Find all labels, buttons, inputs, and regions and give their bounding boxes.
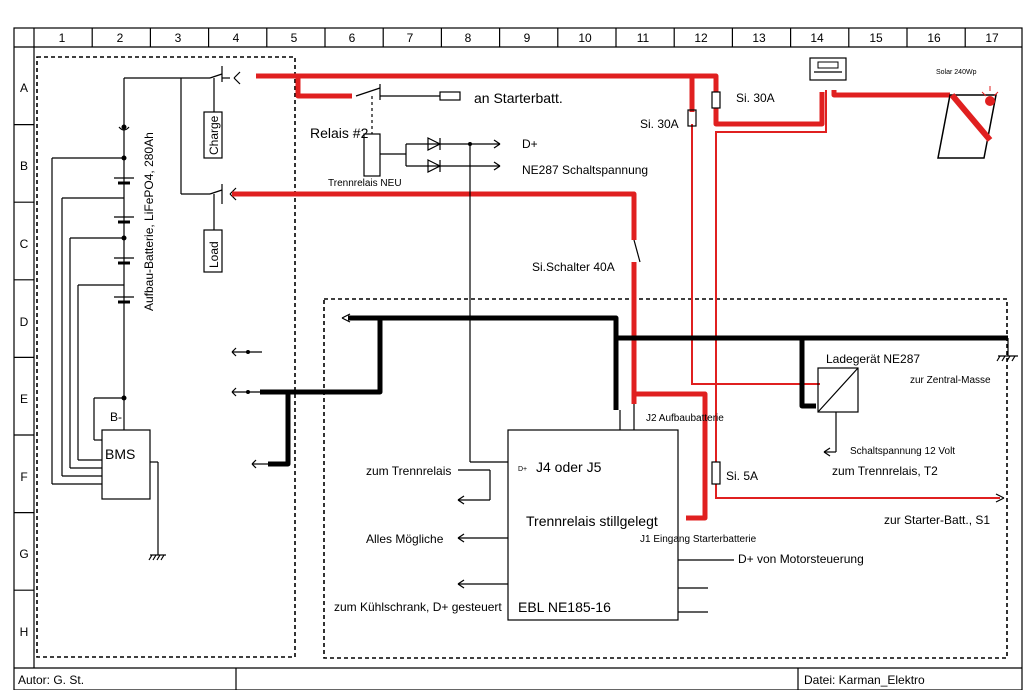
column-number: 15	[869, 31, 883, 45]
battery-label: Aufbau-Batterie, LiFePO4, 280Ah	[142, 132, 156, 311]
load-label: Load	[207, 241, 221, 268]
aufbau-feed-wire	[232, 191, 637, 224]
fuse-icon	[711, 91, 721, 109]
column-number: 11	[637, 31, 650, 45]
column-number: 7	[407, 31, 414, 45]
load-switch	[203, 184, 223, 273]
ebl-dplus-label: D+	[518, 466, 527, 473]
trennrelais-t2-label: zum Trennrelais, T2	[832, 464, 938, 478]
bms-negative-label: B-	[110, 410, 122, 424]
kuehlschrank-label: zum Kühlschrank, D+ gesteuert	[334, 600, 502, 614]
column-number: 10	[578, 31, 592, 45]
row-letter: A	[20, 81, 28, 95]
fuse-icon	[711, 461, 721, 485]
ladegeraet-label: Ladegerät NE287	[826, 352, 920, 366]
bms-box	[101, 429, 151, 500]
column-number: 8	[465, 31, 472, 45]
battery-bank	[51, 77, 210, 485]
column-number: 5	[291, 31, 298, 45]
ebl-connector-arrows	[457, 404, 734, 613]
column-number: 12	[694, 31, 708, 45]
column-number: 9	[524, 31, 531, 45]
charger-icon	[817, 367, 859, 457]
zur-starter-s1-label: zur Starter-Batt., S1	[884, 513, 990, 527]
alles-moegliche-label: Alles Mögliche	[366, 532, 444, 546]
column-number: 17	[985, 31, 999, 45]
row-letter: B	[20, 159, 28, 173]
charge-label: Charge	[207, 115, 221, 155]
charge-switch	[203, 66, 230, 159]
column-number: 4	[233, 31, 240, 45]
column-number: 3	[175, 31, 182, 45]
column-number: 16	[927, 31, 941, 45]
connector-arrows	[231, 347, 268, 469]
column-numbers: 1 2 3 4 5 6 7 8 9 10 11 12 13 14 15 16 1…	[59, 31, 999, 45]
circuit-breaker-icon	[631, 224, 641, 280]
ground-wire	[260, 389, 291, 467]
title-block	[235, 668, 799, 690]
solar-panel-icon	[937, 86, 999, 159]
column-number: 14	[810, 31, 824, 45]
zentral-ground-icon	[996, 338, 1018, 362]
zentral-masse-label: zur Zentral-Masse	[910, 375, 991, 386]
si5a-label: Si. 5A	[726, 469, 758, 483]
relais2-label: Relais #2	[310, 125, 369, 141]
row-letters: A B C D E F G H	[19, 81, 28, 639]
j1-label: J1 Eingang Starterbatterie	[640, 534, 757, 545]
ne287-schalt-label: NE287 Schaltspannung	[522, 163, 648, 177]
trennrelais-neu-label: Trennrelais NEU	[328, 178, 402, 189]
ebl-name-label: EBL NE185-16	[518, 599, 611, 615]
relais-2	[355, 84, 508, 463]
zum-trennrelais-label: zum Trennrelais	[366, 464, 451, 478]
starter-feed-wire	[256, 73, 719, 92]
j2-label: J2 Aufbaubatterie	[646, 413, 724, 424]
bms-label: BMS	[105, 446, 135, 462]
solar-label: Solar 240Wp	[936, 69, 977, 76]
column-number: 13	[752, 31, 766, 45]
starter-batt-label: an Starterbatt.	[474, 90, 563, 106]
trennrelais-stillgelegt-label: Trennrelais stillgelegt	[526, 513, 658, 529]
battery-enclosure	[36, 56, 296, 658]
ebl-enclosure	[323, 298, 1008, 659]
j4j5-label: J4 oder J5	[536, 459, 602, 475]
fuse-icon	[687, 109, 697, 127]
file-label: Datei: Karman_Elektro	[804, 673, 925, 687]
schaltspannung12-label: Schaltspannung 12 Volt	[850, 446, 955, 457]
sheet-frame	[13, 27, 1023, 690]
column-number: 6	[349, 31, 356, 45]
j2-feed-wire	[631, 280, 708, 521]
solar-controller-icon	[809, 57, 847, 81]
row-letter: H	[20, 625, 29, 639]
column-number: 2	[117, 31, 124, 45]
dplus-label: D+	[522, 137, 538, 151]
row-letter: E	[20, 392, 28, 406]
row-letter: D	[20, 315, 29, 329]
author-label: Autor: G. St.	[18, 673, 84, 687]
row-letter: F	[20, 470, 27, 484]
ebl-box	[507, 429, 679, 621]
row-letter: G	[19, 547, 28, 561]
column-number: 1	[59, 31, 66, 45]
si30a-label: Si. 30A	[736, 91, 775, 105]
ground-symbol-icon	[148, 554, 166, 561]
dplus-motor-label: D+ von Motorsteuerung	[738, 552, 864, 566]
row-letter: C	[20, 237, 29, 251]
si-schalter-label: Si.Schalter 40A	[532, 260, 615, 274]
si30a-label: Si. 30A	[640, 117, 679, 131]
